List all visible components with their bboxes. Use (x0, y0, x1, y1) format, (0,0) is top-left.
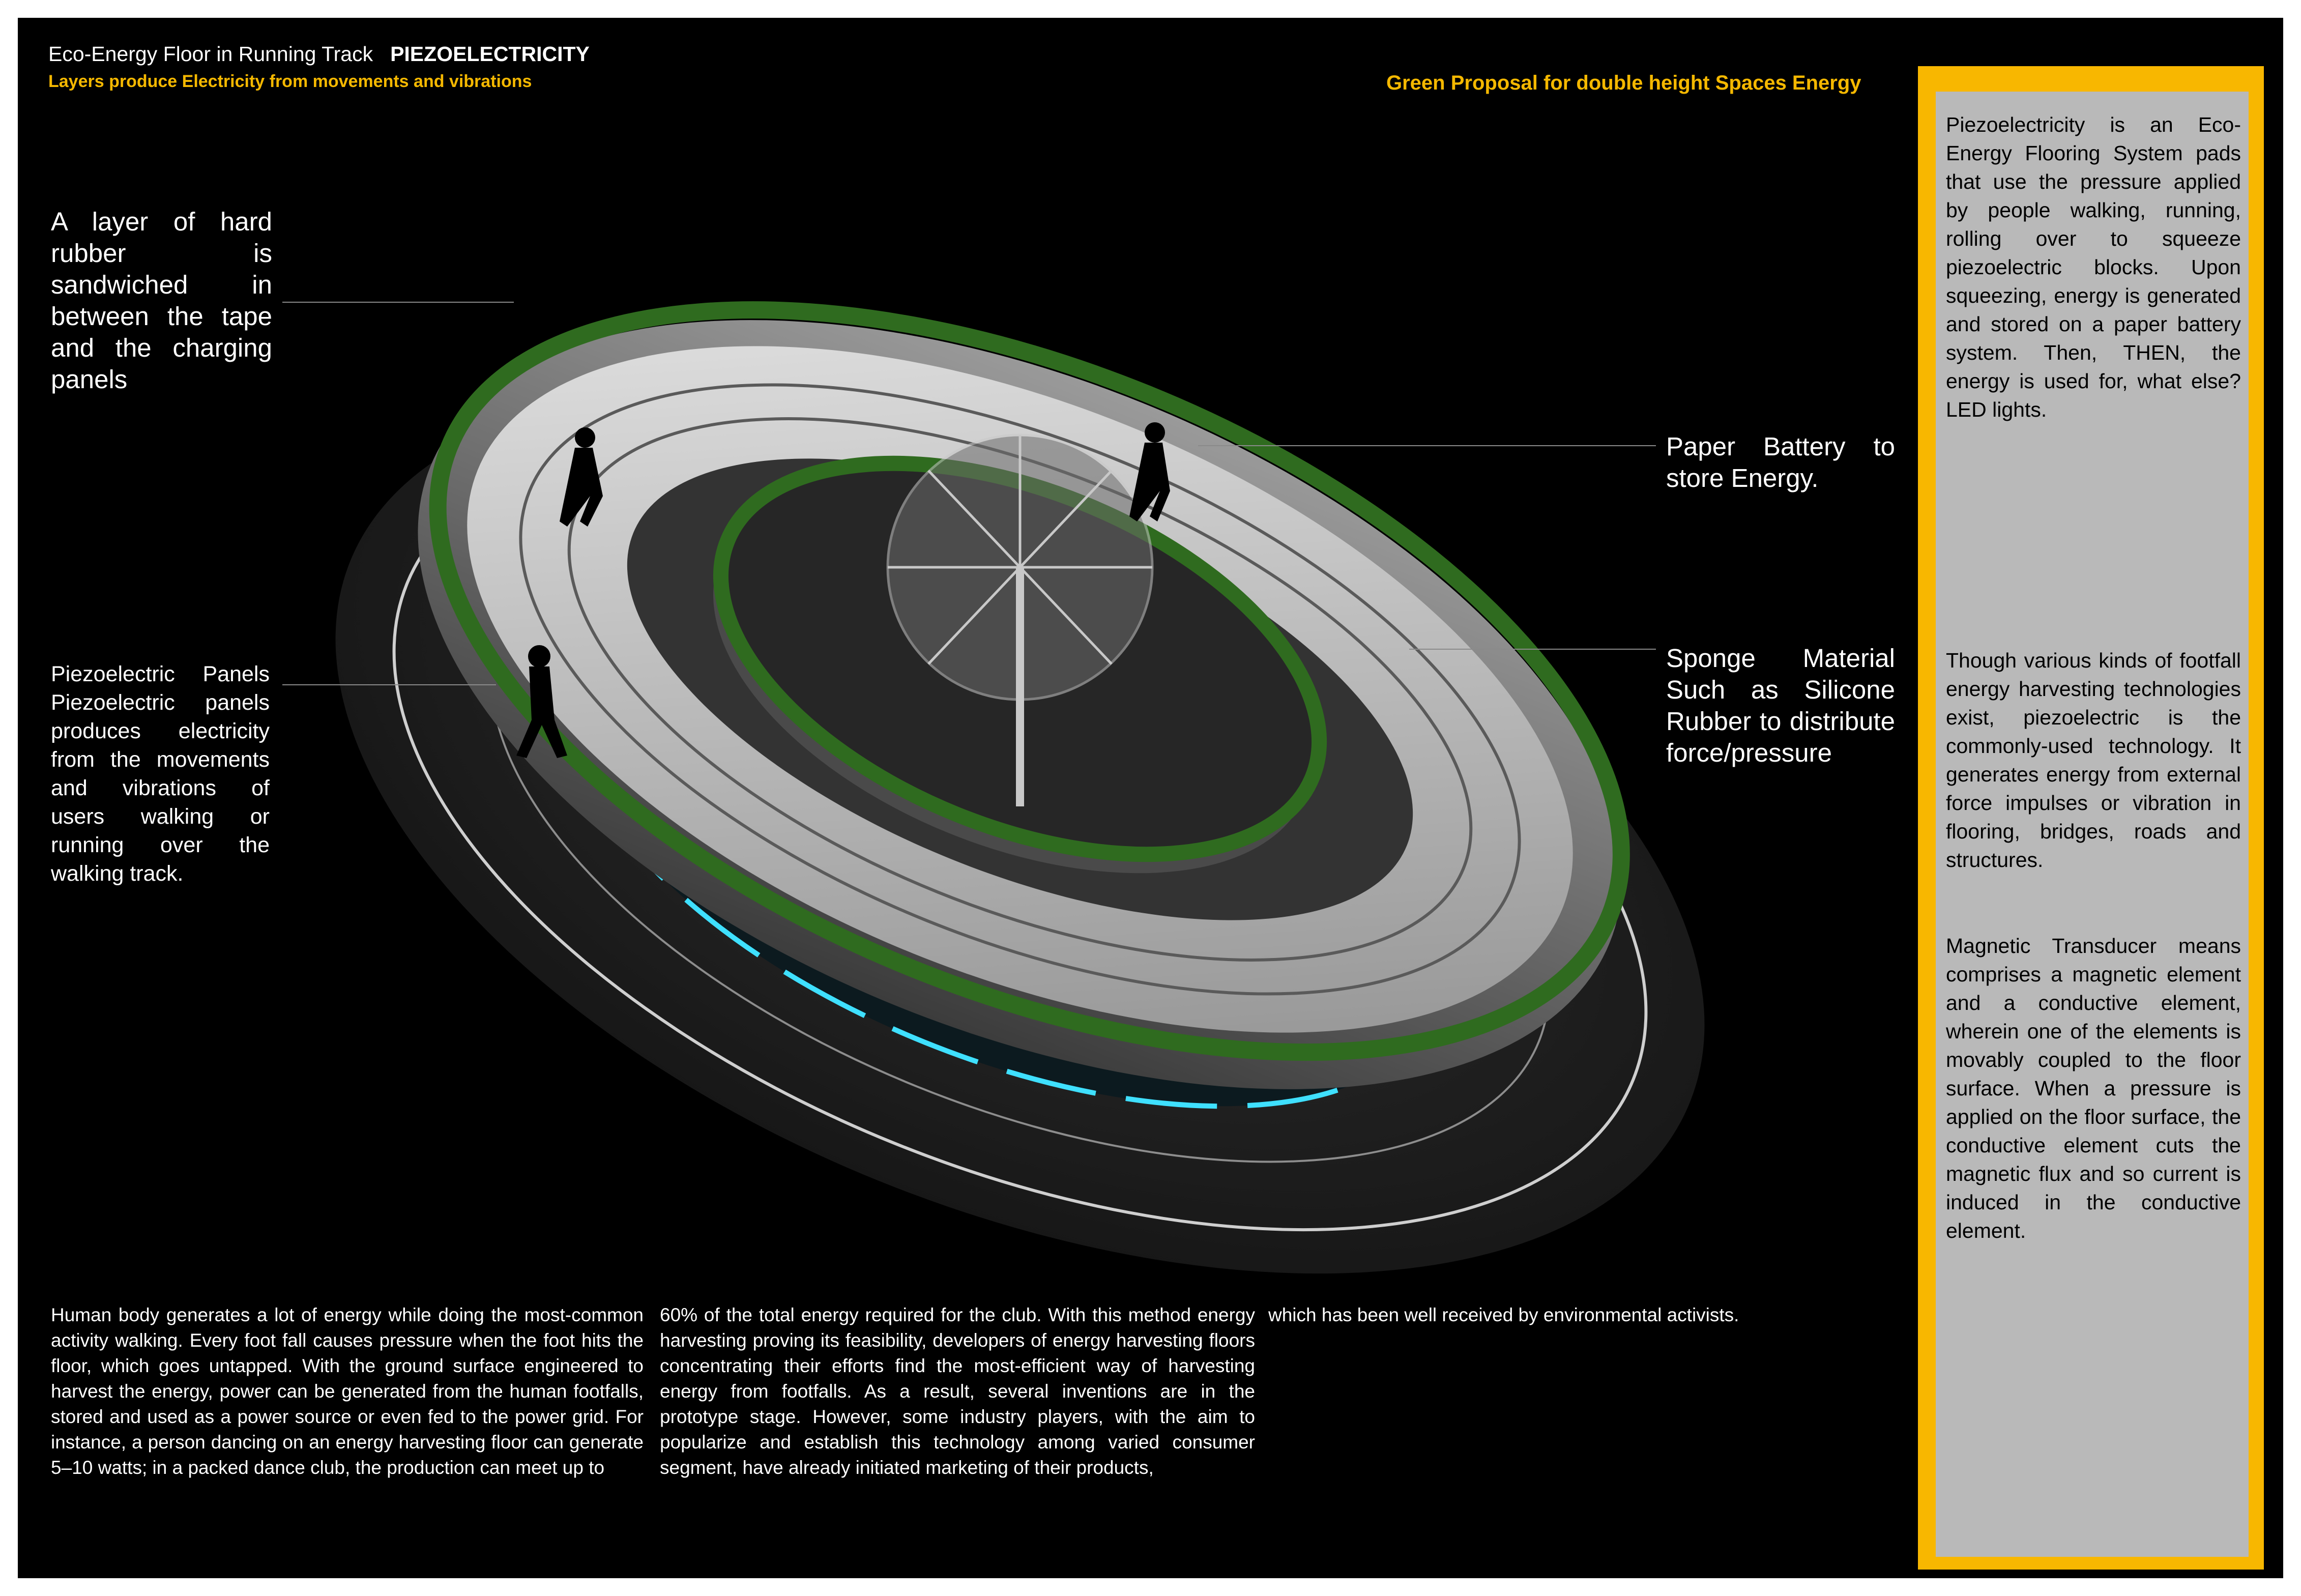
info-paragraph-2: Though various kinds of footfall energy … (1946, 649, 2241, 872)
body-column-1: Human body generates a lot of energy whi… (51, 1302, 644, 1481)
info-paragraph-3: Magnetic Transducer means comprises a ma… (1946, 934, 2241, 1242)
title-bold: PIEZOELECTRICITY (390, 42, 590, 66)
body-text-3: which has been well received by environm… (1268, 1304, 1739, 1325)
leader-line-battery (1198, 445, 1656, 446)
title-text: Eco-Energy Floor in Running Track (48, 42, 373, 66)
label-sponge-material: Sponge Material Such as Silicone Rubber … (1666, 644, 1895, 767)
label-piezo-panels: Piezoelectric Panels Piezoelectric panel… (51, 662, 270, 886)
track-render (335, 301, 1705, 1274)
body-text-2: 60% of the total energy required for the… (660, 1304, 1255, 1478)
info-paragraph-1: Piezoelectricity is an Eco-Energy Floori… (1946, 113, 2241, 421)
leader-line-panels (282, 684, 496, 685)
poster-board: Eco-Energy Floor in Running Track PIEZOEL… (18, 18, 2283, 1578)
poster-subtitle: Layers produce Electricity from movement… (48, 72, 532, 91)
label-hard-rubber: A layer of hard rubber is sandwiched in … (51, 207, 272, 394)
poster-title: Eco-Energy Floor in Running Track PIEZOEL… (48, 42, 590, 66)
runner-silhouettes (516, 422, 1170, 758)
body-column-2: 60% of the total energy required for the… (660, 1302, 1255, 1481)
body-text-1: Human body generates a lot of energy whi… (51, 1304, 644, 1478)
label-paper-battery: Paper Battery to store Energy. (1666, 432, 1895, 492)
info-panel (1936, 92, 2249, 1557)
leader-line-rubber (282, 302, 514, 303)
leader-line-sponge (1409, 649, 1656, 650)
canopy-fan (886, 433, 1154, 806)
proposal-heading: Green Proposal for double height Spaces … (1386, 72, 1861, 94)
body-column-3: which has been well received by environm… (1268, 1302, 1879, 1328)
